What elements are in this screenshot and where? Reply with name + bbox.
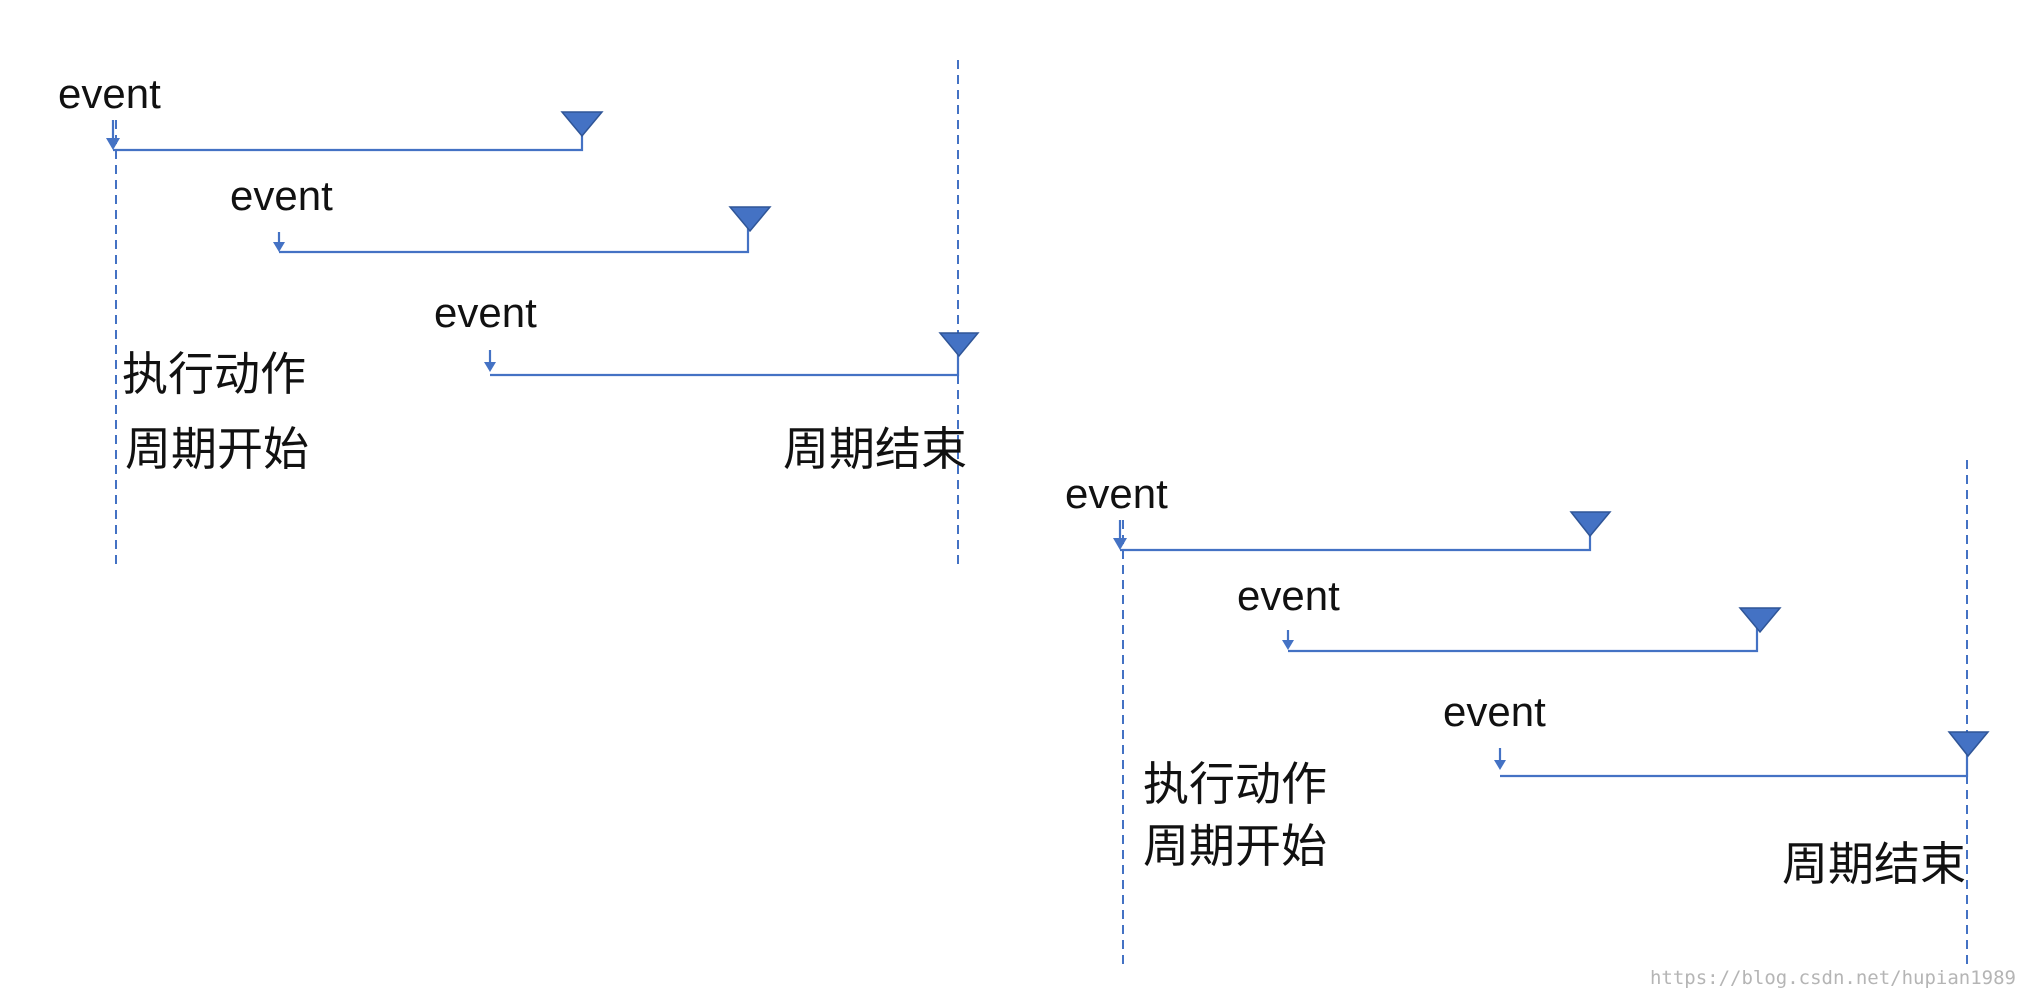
timer-trigger-marker bbox=[728, 206, 772, 233]
event-delay-line bbox=[1120, 526, 1592, 552]
event-delay-line bbox=[113, 126, 584, 152]
diagram-2: event event event 执行动作 周期开始 周期结束 bbox=[1065, 460, 1990, 968]
event-label: event bbox=[58, 70, 161, 117]
cycle-start-label: 周期开始 bbox=[125, 422, 309, 476]
event-arrowhead bbox=[106, 138, 120, 150]
event-arrowhead bbox=[484, 362, 496, 372]
watermark: https://blog.csdn.net/hupian1989 bbox=[1650, 967, 2016, 989]
event-delay-line bbox=[1288, 628, 1759, 653]
cycle-start-label: 周期开始 bbox=[1143, 819, 1327, 873]
timer-trigger-marker bbox=[1569, 511, 1612, 538]
event-label: event bbox=[1443, 688, 1546, 735]
execute-action-label: 执行动作 bbox=[122, 347, 306, 401]
event-arrowhead bbox=[1113, 538, 1127, 550]
execute-action-label: 执行动作 bbox=[1143, 757, 1327, 811]
event-arrowhead bbox=[1494, 760, 1506, 770]
event-delay-line bbox=[490, 352, 960, 377]
event-label: event bbox=[434, 289, 537, 336]
event-label: event bbox=[1065, 470, 1168, 517]
event-delay-line bbox=[279, 226, 750, 254]
timer-trigger-marker bbox=[1738, 607, 1782, 634]
event-label: event bbox=[230, 172, 333, 219]
cycle-end-label: 周期结束 bbox=[1782, 837, 1966, 891]
event-delay-line bbox=[1500, 752, 1969, 778]
event-arrowhead bbox=[273, 242, 285, 252]
timer-trigger-marker bbox=[1947, 731, 1990, 758]
cycle-end-label: 周期结束 bbox=[783, 422, 967, 476]
diagram-1: event event event 执行动作 周期开始 周期结束 bbox=[58, 60, 980, 568]
event-label: event bbox=[1237, 572, 1340, 619]
event-arrowhead bbox=[1282, 640, 1294, 650]
timer-trigger-marker bbox=[560, 111, 604, 138]
timer-trigger-marker bbox=[938, 332, 980, 358]
